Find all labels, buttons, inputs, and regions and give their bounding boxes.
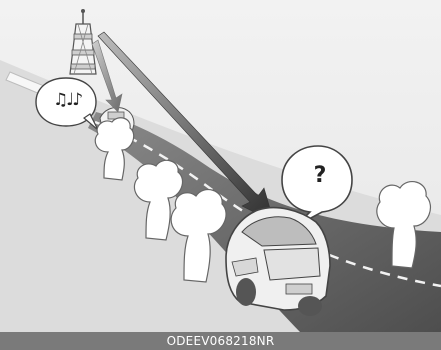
car-icon [226,208,330,316]
image-code-bar: ODEEV068218NR [0,332,441,350]
question-mark-label: ? [305,163,335,188]
image-code-label: ODEEV068218NR [167,334,275,348]
scene [0,0,441,332]
music-notes-icon: ♫♩♪ [40,90,94,110]
